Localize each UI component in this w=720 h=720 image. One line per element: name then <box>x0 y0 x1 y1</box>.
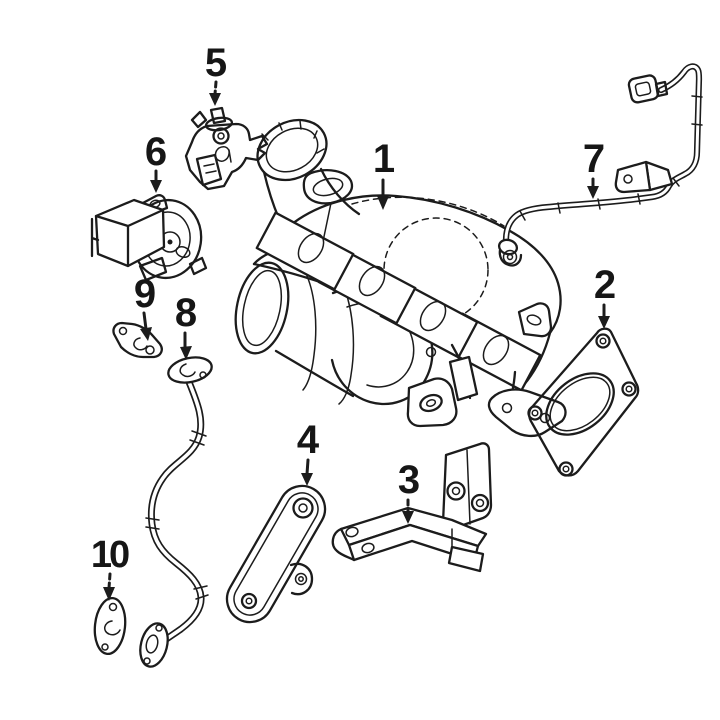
callout-1: 1 <box>373 137 395 210</box>
callout-6: 6 <box>145 130 167 193</box>
callout-7: 7 <box>583 137 605 199</box>
part-4-support-bracket-drawing <box>225 484 327 624</box>
callout-4: 4 <box>297 418 320 486</box>
callout-8-label: 8 <box>175 291 197 335</box>
callout-5-label: 5 <box>205 41 227 85</box>
callout-7-label: 7 <box>583 137 605 181</box>
callout-4-arrow <box>305 458 310 476</box>
part-2-gasket-drawing <box>527 327 640 477</box>
callout-5: 5 <box>205 41 227 106</box>
callout-8: 8 <box>175 291 197 360</box>
part-1-turbocharger-assembly-drawing <box>234 118 567 438</box>
callout-5-arrow <box>213 80 218 96</box>
part-10-gasket-drawing <box>93 596 127 656</box>
callout-4-label: 4 <box>297 418 320 462</box>
callout-3: 3 <box>398 458 420 524</box>
part-3-mounting-bracket-drawing <box>331 442 493 573</box>
callout-10-label: 10 <box>91 534 129 576</box>
part-7-sensor-line-drawing <box>497 63 703 267</box>
part-9-gasket-drawing <box>112 321 163 359</box>
callout-9-label: 9 <box>134 272 156 316</box>
callout-10: 10 <box>91 534 132 601</box>
callout-6-label: 6 <box>145 130 167 174</box>
part-5-solenoid-valve-drawing <box>184 106 269 191</box>
callout-9-arrow <box>142 311 148 331</box>
callout-3-label: 3 <box>398 458 420 502</box>
callout-9: 9 <box>134 272 156 341</box>
callout-2-label: 2 <box>594 263 616 307</box>
part-8-oil-pipe-drawing <box>139 356 213 668</box>
callout-1-label: 1 <box>373 137 395 181</box>
callout-2: 2 <box>594 263 616 329</box>
part-6-valve-drawing <box>90 194 208 282</box>
callout-10-arrow <box>107 572 112 590</box>
